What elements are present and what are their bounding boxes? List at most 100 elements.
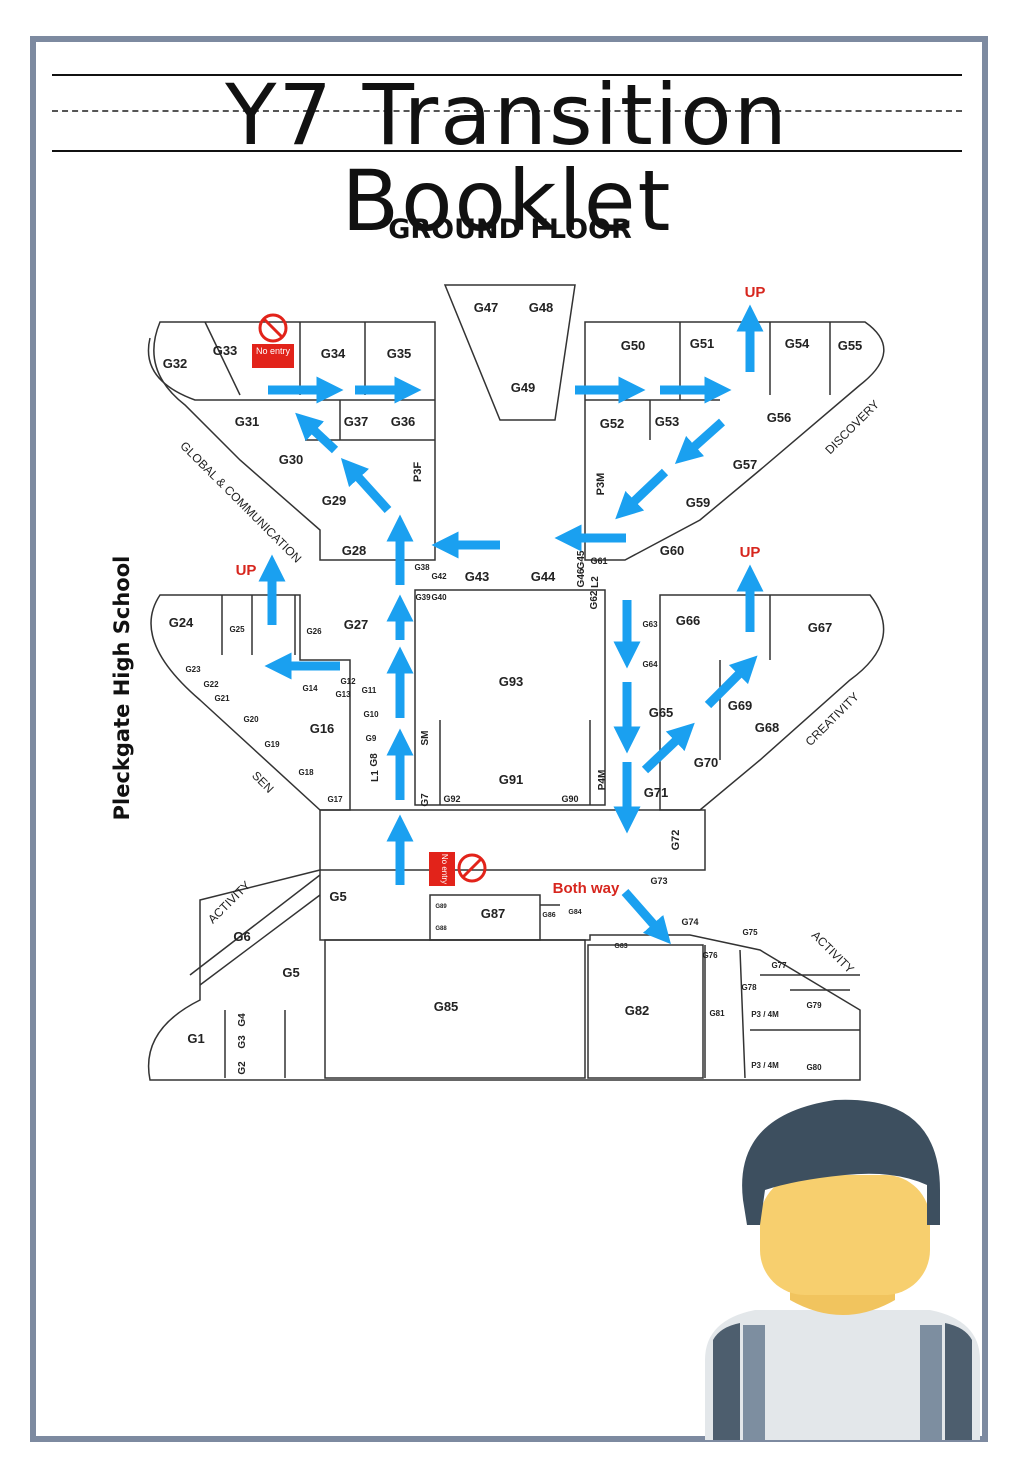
route-arrow: [340, 457, 392, 514]
up-labels: UP UP UP Both way: [236, 284, 766, 897]
room-label: G62: [589, 590, 600, 609]
room-label: G45: [576, 550, 587, 569]
room-label: G55: [838, 338, 863, 353]
room-label: G34: [321, 346, 346, 361]
room-label: G18: [298, 768, 314, 777]
route-arrow: [674, 418, 725, 464]
room-label: G4: [237, 1013, 248, 1027]
room-label: G23: [185, 665, 201, 674]
route-arrow: [641, 722, 695, 774]
route-arrow: [295, 412, 339, 454]
room-label: G13: [335, 690, 351, 699]
room-label: G24: [169, 615, 194, 630]
room-label: G43: [465, 569, 490, 584]
room-label: G66: [676, 613, 701, 628]
room-label: G85: [434, 999, 459, 1014]
room-label: G29: [322, 493, 347, 508]
page-border: [30, 36, 988, 1442]
room-label: P3M: [595, 473, 607, 496]
room-label: G11: [362, 686, 377, 695]
room-label: G79: [806, 1001, 822, 1010]
room-label: G51: [690, 336, 715, 351]
room-label: G39: [415, 593, 431, 602]
room-label: G26: [306, 627, 322, 636]
title-mid-rule: [52, 110, 962, 112]
room-label: G80: [806, 1063, 822, 1072]
room-label: G40: [431, 593, 447, 602]
room-label: L1: [370, 770, 381, 782]
room-label: G42: [431, 572, 447, 581]
room-label: G19: [264, 740, 280, 749]
room-label: G5: [282, 965, 299, 980]
room-label: G35: [387, 346, 412, 361]
room-label: G60: [660, 543, 685, 558]
room-label: G14: [302, 684, 318, 693]
floor-title: GROUND FLOOR: [388, 214, 632, 245]
room-label: G21: [214, 694, 230, 703]
area-labels: GLOBAL & COMMUNICATION DISCOVERY CREATIV…: [177, 397, 882, 976]
room-label: G71: [644, 785, 669, 800]
no-entry-sign-top: No entry: [252, 313, 294, 368]
route-arrow: [615, 468, 669, 520]
area-label-activity-left: ACTIVITY: [205, 878, 253, 926]
room-label: G48: [529, 300, 554, 315]
route-arrow: [621, 889, 671, 945]
room-label: G31: [235, 414, 260, 429]
room-label: P3F: [412, 462, 424, 482]
room-label: G76: [702, 951, 718, 960]
student-avatar-icon: [705, 1099, 980, 1440]
room-label: G1: [187, 1031, 204, 1046]
room-label: G53: [655, 414, 680, 429]
room-label: G70: [694, 755, 719, 770]
room-label: G47: [474, 300, 499, 315]
route-arrow: [704, 655, 758, 709]
room-label: G63: [642, 620, 658, 629]
up-label-top: UP: [745, 284, 766, 301]
room-label: L2: [590, 576, 601, 588]
room-label: G50: [621, 338, 646, 353]
no-entry-text: No entry: [440, 854, 449, 884]
room-label: G52: [600, 416, 625, 431]
room-label: G46: [576, 568, 587, 587]
room-label: G92: [443, 794, 460, 804]
room-label: G32: [163, 356, 188, 371]
page-title-block: Y7 Transition Booklet: [52, 70, 962, 244]
room-label: G64: [642, 660, 658, 669]
room-label: G7: [420, 793, 431, 807]
area-label-creativity: CREATIVITY: [803, 690, 862, 749]
title-top-rule: [52, 74, 962, 76]
room-label: G12: [340, 677, 356, 686]
room-label: G65: [649, 705, 674, 720]
no-entry-sign-bottom: No entry: [429, 852, 487, 886]
room-label: G83: [614, 943, 627, 950]
room-label: G20: [243, 715, 259, 724]
no-entry-icon: [258, 313, 288, 343]
area-label-sen: SEN: [249, 768, 276, 795]
room-label: G25: [229, 625, 245, 634]
area-label-activity-right: ACTIVITY: [809, 928, 857, 976]
room-label: P4M: [597, 770, 608, 791]
route-arrows: [258, 304, 764, 945]
room-label: G6: [233, 929, 250, 944]
both-way-label: Both way: [553, 880, 620, 897]
room-label: G30: [279, 452, 304, 467]
room-label: G91: [499, 772, 524, 787]
room-label: G93: [499, 674, 524, 689]
room-label: G61: [590, 556, 607, 566]
room-label: G89: [435, 904, 447, 910]
room-label: G74: [681, 917, 698, 927]
room-labels: G32 G33 G34 G35 G47 G48 G49 G50 G51 G54 …: [163, 300, 863, 1075]
room-label: G88: [435, 926, 447, 932]
room-label: G38: [414, 563, 430, 572]
room-label: G77: [771, 961, 787, 970]
room-label: G68: [755, 720, 780, 735]
room-label: G69: [728, 698, 753, 713]
up-label-left: UP: [236, 562, 257, 579]
room-label: G49: [511, 380, 536, 395]
room-label: G33: [213, 343, 238, 358]
room-label: G37: [344, 414, 369, 429]
room-label: SM: [420, 731, 431, 746]
room-label: G2: [237, 1061, 248, 1075]
room-label: G72: [670, 830, 682, 851]
